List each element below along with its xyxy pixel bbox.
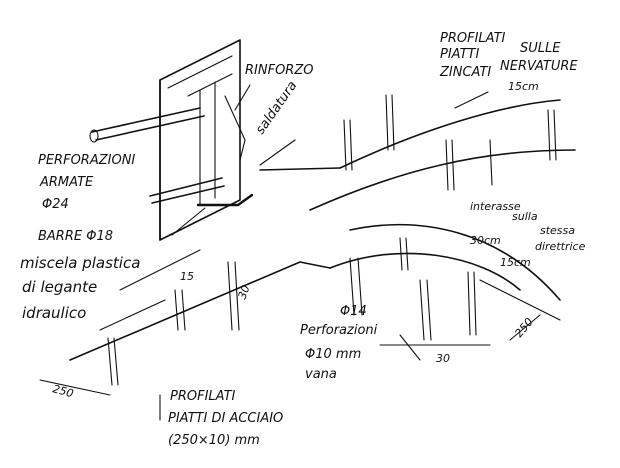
leader-lines [39, 84, 561, 421]
dim-15cm-right: 15cm [500, 256, 531, 269]
perforazioni-bottom-label: Perforazioni Φ10 mm vana [300, 323, 381, 382]
connector-rods [107, 94, 557, 386]
phi14-label: Φ14 [340, 304, 367, 319]
interasse-label: interasse sulla stessa direttrice [470, 200, 586, 253]
drilled-bars [89, 107, 225, 204]
dim-30-bottom: 30 [436, 352, 450, 365]
perforazioni-armate-label: PERFORAZIONI ARMATE Φ24 [38, 153, 139, 212]
dim-15: 15 [180, 270, 194, 283]
rinforzo-label: RINFORZO [245, 63, 313, 78]
saldatura-label: saldatura [253, 79, 300, 138]
barre-label: BARRE Φ18 [38, 229, 113, 244]
wall-block [159, 39, 254, 241]
slab-surface [69, 99, 576, 361]
dim-30cm: 30cm [470, 234, 501, 247]
dim-30-left: 30 [236, 283, 253, 301]
profilati-bottom-label: PROFILATI PIATTI DI ACCIAIO (250×10) mm [168, 389, 287, 448]
miscela-label: miscela plastica di legante idraulico [20, 254, 145, 322]
dim-250-right: 250 [512, 315, 535, 339]
top-right-title: PROFILATI PIATTI ZINCATI [439, 31, 510, 80]
sulle-nervature-label: SULLE NERVATURE [500, 41, 578, 74]
dim-250-left: 250 [51, 382, 75, 400]
dim-15cm-top: 15cm [508, 80, 539, 93]
